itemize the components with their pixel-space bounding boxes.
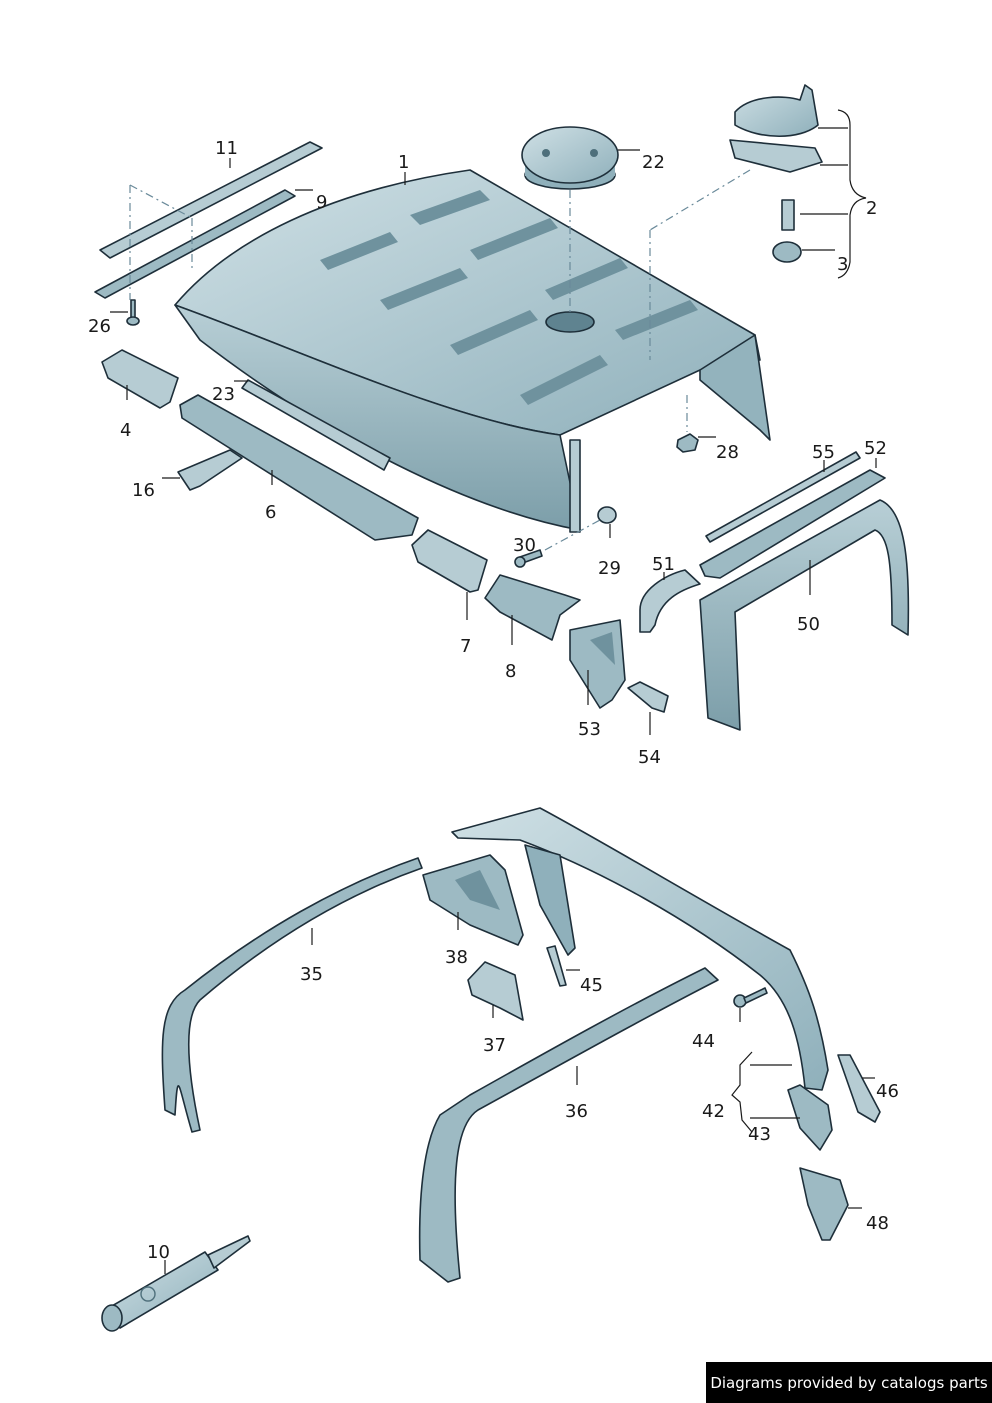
callout-37: 37 xyxy=(483,1035,506,1056)
clip-part-54 xyxy=(627,681,669,713)
callout-36: 36 xyxy=(565,1101,588,1122)
panel-part-46 xyxy=(837,1054,881,1123)
bolt-part-26 xyxy=(126,299,140,326)
callout-55: 55 xyxy=(812,442,835,463)
antenna-part-2 xyxy=(729,84,823,231)
tube-part-23 xyxy=(241,379,391,471)
rail-part-9 xyxy=(94,189,296,299)
callout-28: 28 xyxy=(716,442,739,463)
pillar-part-35 xyxy=(161,857,423,1133)
callout-51: 51 xyxy=(652,554,675,575)
cover-part-22 xyxy=(521,126,619,190)
callout-8: 8 xyxy=(505,661,516,682)
antenna-nut-part-3 xyxy=(772,241,802,263)
callout-6: 6 xyxy=(265,502,276,523)
bracket-part-37 xyxy=(467,961,524,1021)
pillar-part-36 xyxy=(418,967,719,1283)
callout-11: 11 xyxy=(215,138,238,159)
callout-9: 9 xyxy=(316,192,327,213)
strip-part-55 xyxy=(705,451,861,543)
bracket-part-38 xyxy=(422,854,524,946)
member-part-6 xyxy=(179,394,419,541)
bracket-part-16 xyxy=(177,449,243,491)
callout-30: 30 xyxy=(513,535,536,556)
callout-44: 44 xyxy=(692,1031,715,1052)
rail-part-52 xyxy=(699,469,886,579)
callout-10: 10 xyxy=(147,1242,170,1263)
nut-part-29 xyxy=(597,506,617,524)
clip-part-45 xyxy=(546,945,567,987)
callout-29: 29 xyxy=(598,558,621,579)
side-panel-part-50 xyxy=(699,499,910,731)
callout-52: 52 xyxy=(864,438,887,459)
callout-53: 53 xyxy=(578,719,601,740)
rail-part-11 xyxy=(99,141,323,259)
callout-1: 1 xyxy=(398,152,409,173)
bracket-part-43 xyxy=(787,1084,833,1151)
callout-22: 22 xyxy=(642,152,665,173)
callout-4: 4 xyxy=(120,420,131,441)
roof-panel-part-1 xyxy=(174,169,771,533)
nut-part-28 xyxy=(676,433,699,453)
callout-23: 23 xyxy=(212,384,235,405)
callout-35: 35 xyxy=(300,964,323,985)
callout-42: 42 xyxy=(702,1101,725,1122)
callout-54: 54 xyxy=(638,747,661,768)
screw-part-44 xyxy=(733,987,768,1008)
footer-credit: Diagrams provided by catalogs parts xyxy=(706,1362,992,1403)
panel-part-48 xyxy=(799,1167,849,1241)
callout-7: 7 xyxy=(460,636,471,657)
callout-3: 3 xyxy=(837,254,848,275)
bracket-part-8 xyxy=(484,574,581,641)
callout-45: 45 xyxy=(580,975,603,996)
panel-part-51 xyxy=(639,569,701,633)
panel-part-53 xyxy=(569,619,626,709)
sealant-cartridge-part-10 xyxy=(101,1235,251,1332)
callout-48: 48 xyxy=(866,1213,889,1234)
bracket-part-4 xyxy=(101,349,179,409)
callout-2: 2 xyxy=(866,198,877,219)
frame-part-main xyxy=(451,807,829,1091)
callout-38: 38 xyxy=(445,947,468,968)
callout-50: 50 xyxy=(797,614,820,635)
callout-46: 46 xyxy=(876,1081,899,1102)
callout-43: 43 xyxy=(748,1124,771,1145)
screw-part-30 xyxy=(514,549,543,568)
callout-16: 16 xyxy=(132,480,155,501)
bracket-part-7 xyxy=(411,529,488,593)
callout-26: 26 xyxy=(88,316,111,337)
